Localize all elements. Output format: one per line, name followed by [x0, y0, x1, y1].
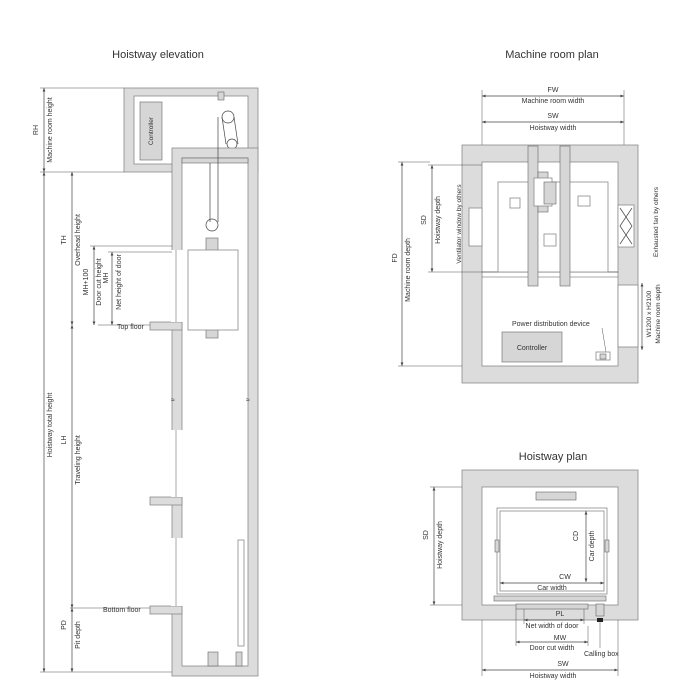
- hoistway-plan-title: Hoistway plan: [519, 451, 587, 463]
- hoistway-elevation: Controller ≈ ≈: [33, 87, 259, 677]
- pd-label: PD: [61, 620, 68, 630]
- sw-label: SW: [547, 113, 559, 120]
- controller-label: Controller: [517, 345, 548, 352]
- controller-cabinet: [501, 331, 563, 363]
- hook-icon: [217, 91, 225, 101]
- th-desc: Overhead height: [75, 214, 82, 266]
- fd-label: FD: [392, 253, 399, 262]
- car-sheave-icon: [205, 218, 219, 232]
- top-floor-label: Top floor: [117, 324, 145, 331]
- sd-desc: Hoistway depth: [437, 521, 444, 569]
- door-size-desc: Machine room depth: [655, 284, 662, 344]
- calling-box: [595, 603, 605, 617]
- mw-desc: Door cut width: [530, 645, 575, 652]
- pd-desc: Pit depth: [75, 621, 82, 649]
- machine-room-door: [617, 284, 639, 348]
- cw-label: CW: [559, 574, 571, 581]
- rh-label: RH: [33, 125, 40, 135]
- machine-room-plan: FW Machine room width SW Hoistway width …: [392, 87, 662, 384]
- sd-label: SD: [421, 215, 428, 225]
- lh-label: LH: [61, 436, 68, 445]
- hoistway-plan: Calling box CW Car width CD Car depth PL…: [423, 469, 639, 680]
- lh-desc: Traveling height: [75, 435, 82, 485]
- ventilator-label: Ventilator window by others: [456, 184, 463, 264]
- machine-room-title: Machine room plan: [505, 49, 599, 61]
- buffer-icon: [235, 651, 243, 667]
- mh-desc: Net height of door: [116, 254, 123, 310]
- th-label: TH: [61, 235, 68, 244]
- hoistway-total-label: Hoistway total height: [47, 393, 54, 458]
- cd-desc: Car depth: [589, 531, 596, 562]
- calling-box-label: Calling box: [584, 651, 619, 658]
- beam-left: [527, 145, 539, 287]
- rh-desc: Machine room height: [47, 97, 54, 162]
- svg-text:≈: ≈: [246, 397, 250, 404]
- sd-desc: Hoistway depth: [435, 196, 442, 244]
- sw-label: SW: [557, 661, 569, 668]
- middle-floor-slab: [149, 496, 183, 506]
- traction-machine-icon: [543, 181, 557, 205]
- elevation-title: Hoistway elevation: [112, 49, 204, 61]
- elevator-car: [187, 249, 239, 331]
- bottom-floor-label: Bottom floor: [103, 607, 141, 614]
- fd-desc: Machine room depth: [405, 238, 412, 302]
- sw-desc: Hoistway width: [530, 673, 577, 680]
- controller-cabinet: [139, 101, 163, 161]
- door-size-label: W1200 x H2100: [646, 290, 653, 337]
- counterweight: [535, 491, 577, 501]
- fan-icon: [619, 207, 633, 245]
- beam-right: [559, 145, 571, 287]
- mh-label: MH: [103, 273, 110, 284]
- mh100-desc: Door cut height: [96, 258, 103, 306]
- bottom-floor-slab: [149, 605, 183, 615]
- fw-desc: Machine room width: [522, 98, 585, 105]
- fw-label: FW: [548, 87, 559, 94]
- cw-desc: Car width: [537, 585, 567, 592]
- top-floor-slab: [149, 321, 183, 331]
- mw-label: MW: [554, 635, 567, 642]
- sw-desc: Hoistway width: [530, 125, 577, 132]
- svg-text:≈: ≈: [171, 397, 175, 404]
- ventilator-window: [468, 207, 483, 247]
- cd-label: CD: [573, 531, 580, 541]
- controller-label: Controller: [148, 116, 155, 145]
- pl-label: PL: [556, 611, 565, 618]
- exhaust-label: Exhausted fan by others: [653, 186, 660, 257]
- exhaust-fan: [617, 204, 635, 248]
- power-label: Power distribution device: [512, 321, 590, 328]
- buffer-icon: [207, 651, 219, 667]
- mh100-label: MH+100: [83, 269, 90, 296]
- sd-label: SD: [423, 530, 430, 540]
- pl-desc: Net width of door: [526, 623, 580, 630]
